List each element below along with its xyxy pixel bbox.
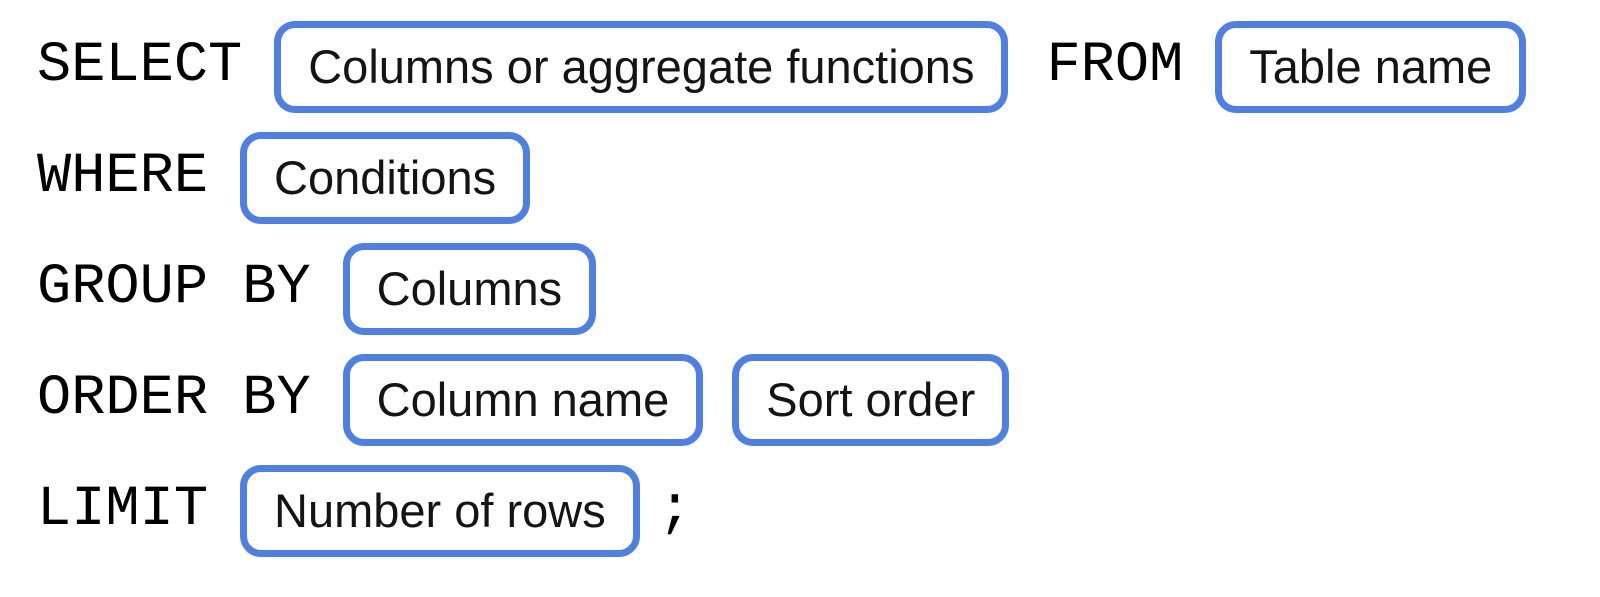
sql-clause-row-2: WHERE Conditions — [37, 122, 1600, 233]
placeholder-box-number-of-rows: Number of rows — [240, 464, 640, 557]
placeholder-box-sort-order: Sort order — [732, 353, 1010, 446]
placeholder-box-table-name: Table name — [1215, 20, 1527, 113]
placeholder-box-column-name: Column name — [342, 353, 704, 446]
diagram-rows: SELECT Columns or aggregate functions FROM… — [37, 11, 1600, 566]
sql-keyword-semicolon: ; — [657, 478, 692, 542]
sql-clause-row-5: LIMIT Number of rows; — [37, 455, 1600, 566]
sql-keyword-group-by: GROUP BY — [37, 256, 311, 320]
sql-keyword-from: FROM — [1046, 34, 1184, 98]
sql-keyword-select: SELECT — [37, 34, 243, 98]
sql-keyword-limit: LIMIT — [37, 478, 209, 542]
sql-clause-row-1: SELECT Columns or aggregate functions FROM… — [37, 11, 1600, 122]
sql-keyword-order-by: ORDER BY — [37, 367, 311, 431]
placeholder-box-columns-or-aggregate-functions: Columns or aggregate functions — [274, 20, 1009, 113]
sql-clause-row-4: ORDER BY Column name Sort order — [37, 344, 1600, 455]
sql-clause-row-3: GROUP BY Columns — [37, 233, 1600, 344]
sql-keyword-where: WHERE — [37, 145, 209, 209]
placeholder-box-columns: Columns — [342, 242, 597, 335]
placeholder-box-conditions: Conditions — [240, 131, 531, 224]
